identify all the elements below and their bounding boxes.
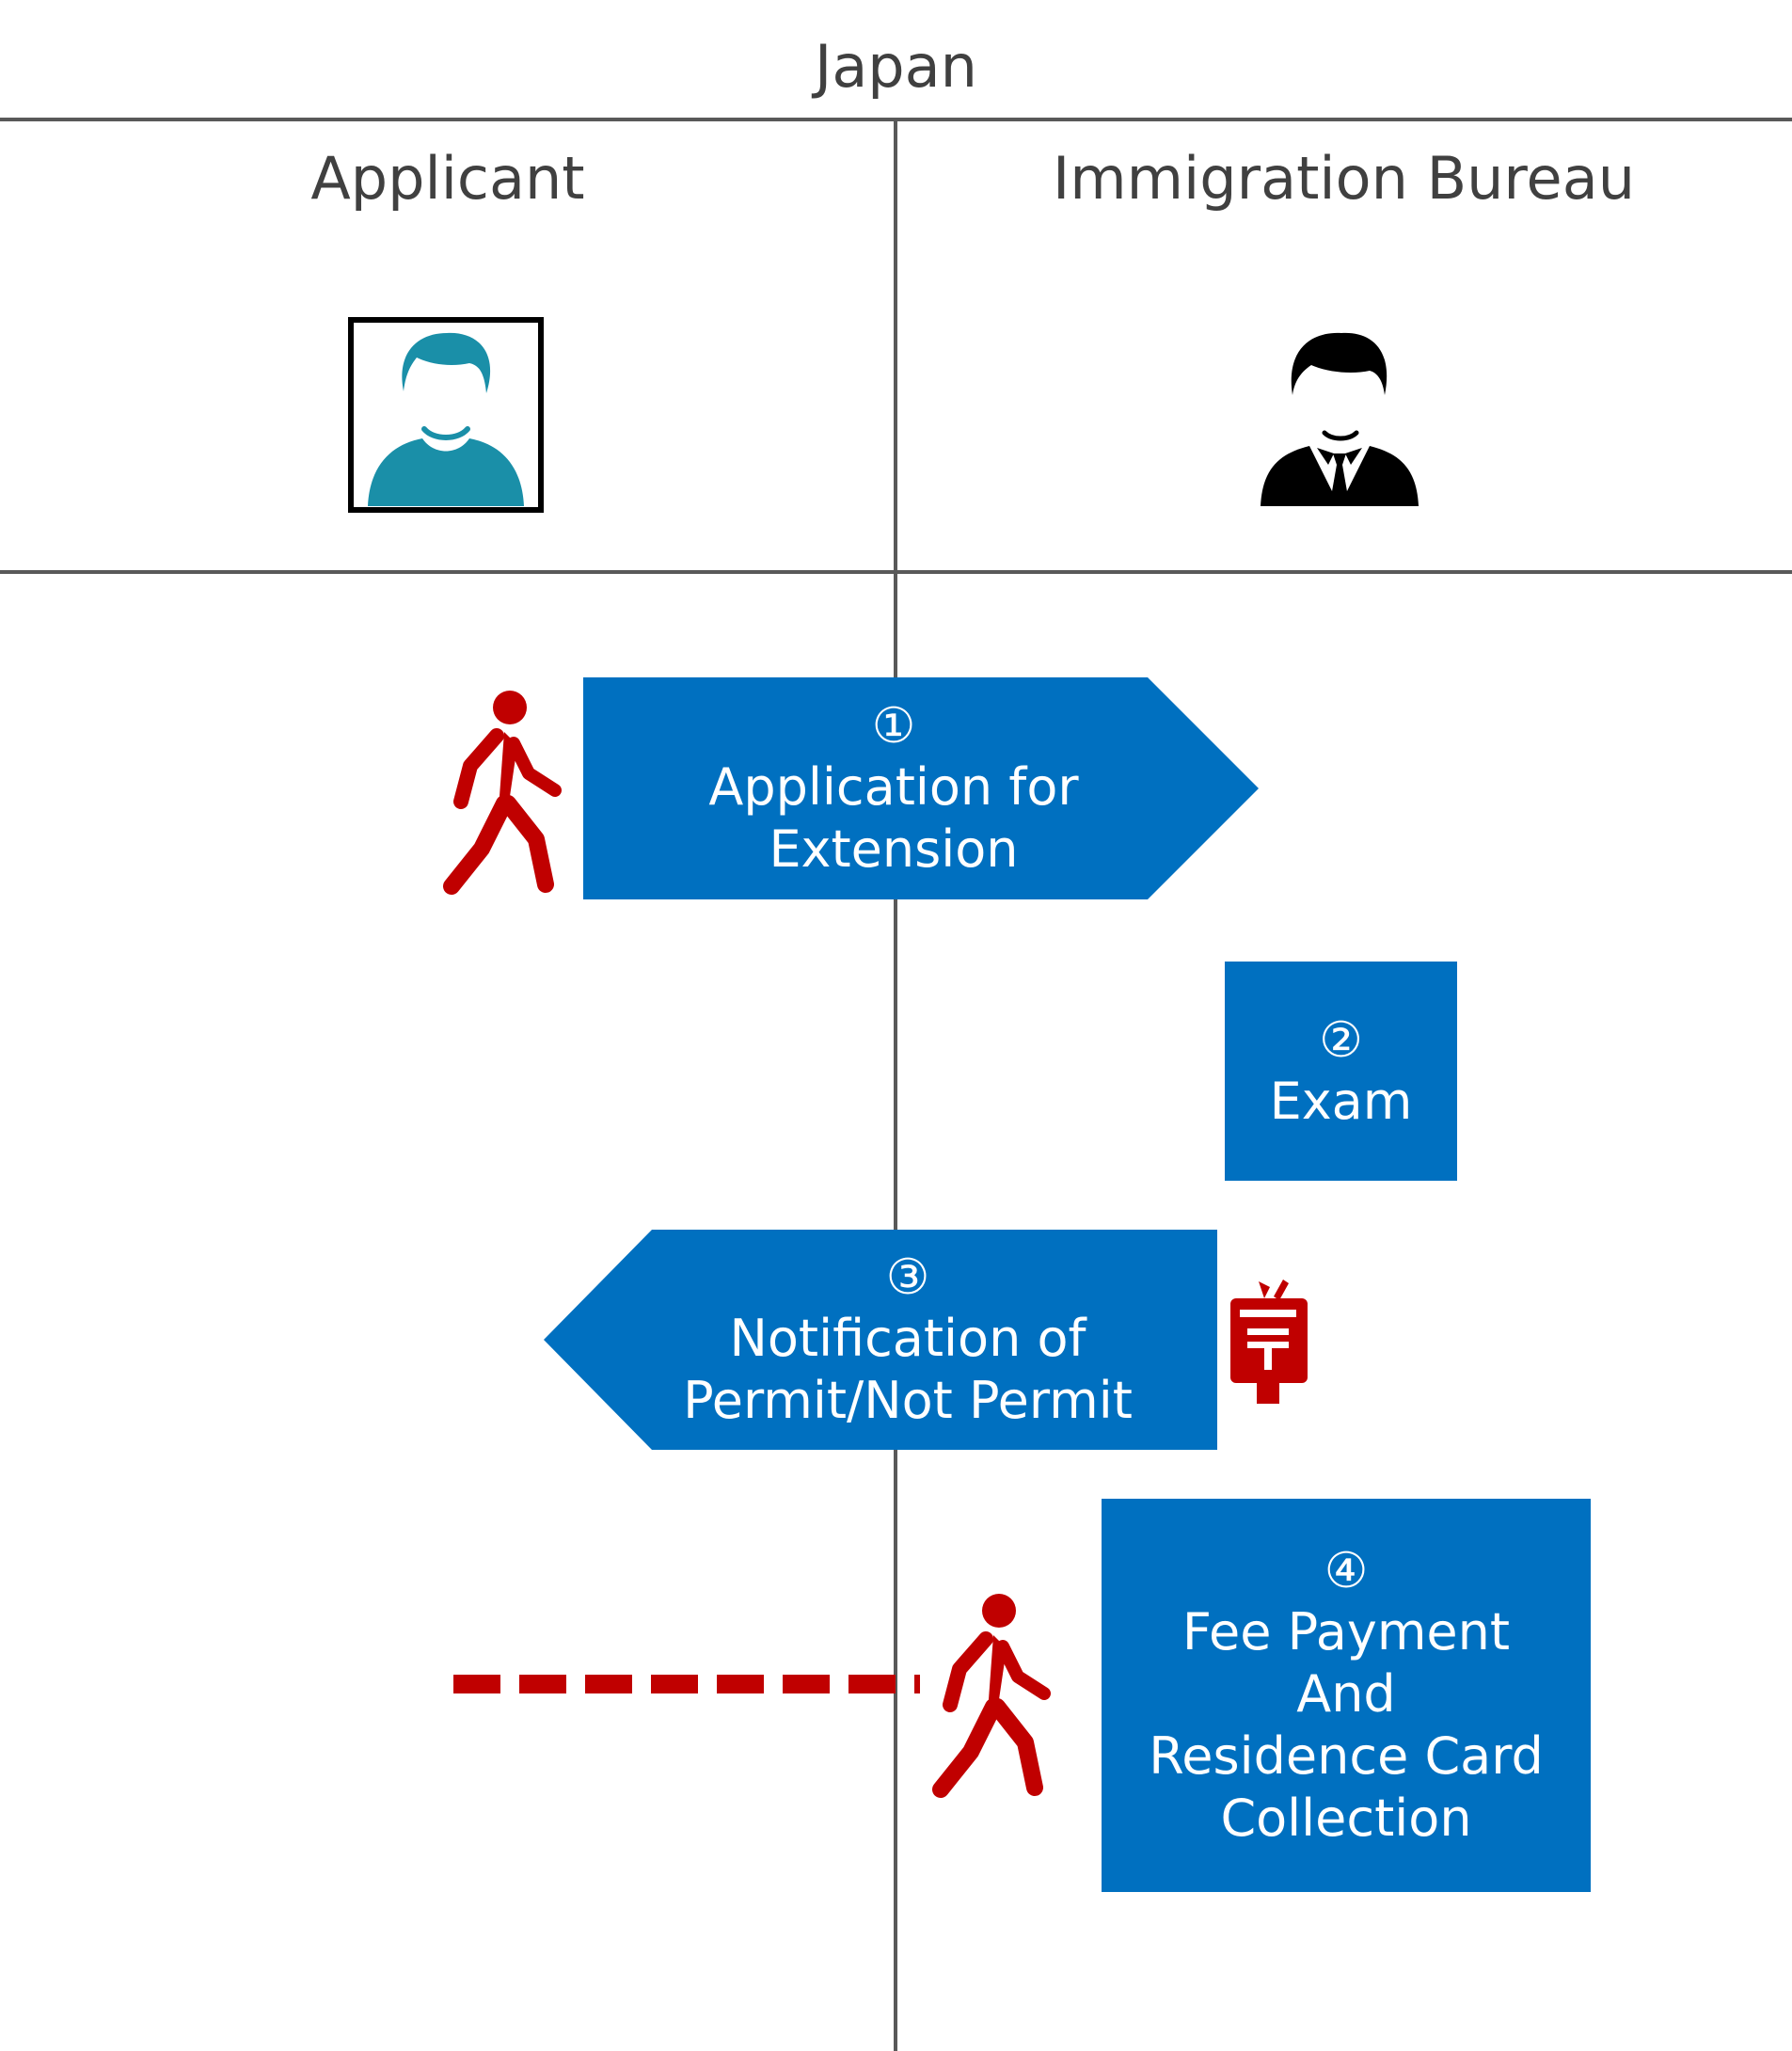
step-1-label-line-2: Extension [769, 819, 1019, 879]
step-4-number: ④ [1324, 1543, 1369, 1599]
walking-person-icon [932, 1594, 1051, 1798]
step-2-number: ② [1319, 1011, 1363, 1069]
lane-divider [894, 119, 897, 2051]
step-3-label-line-1: Notification of [729, 1309, 1086, 1368]
step-4-label-line-3: Residence Card [1149, 1726, 1544, 1786]
officer-icon [1261, 332, 1419, 506]
step-1-label-line-1: Application for [708, 757, 1079, 817]
lane-header-applicant: Applicant [310, 144, 585, 213]
step-4-box: ④ Fee Payment And Residence Card Collect… [1102, 1499, 1591, 1892]
lane-header-immigration-bureau: Immigration Bureau [1052, 144, 1635, 213]
step-2-label: Exam [1269, 1071, 1413, 1131]
step-3-arrow [544, 1230, 1217, 1450]
postbox-icon [1230, 1280, 1308, 1404]
walking-person-icon [443, 691, 562, 895]
dashed-path-line [453, 1675, 920, 1693]
step-3-label-line-2: Permit/Not Permit [683, 1371, 1133, 1430]
step-4-label-line-2: And [1296, 1664, 1396, 1724]
step-4-label-line-4: Collection [1220, 1789, 1472, 1848]
page-title: Japan [815, 32, 977, 101]
applicant-portrait-icon [348, 317, 544, 513]
step-1-number: ① [871, 698, 916, 755]
step-1-text: ① Application for Extension [583, 677, 1204, 899]
step-1-arrow [583, 677, 1259, 899]
step-2-box: ② Exam [1225, 962, 1457, 1181]
step-3-number: ③ [885, 1249, 930, 1306]
step-4-label-line-1: Fee Payment [1181, 1602, 1511, 1661]
step-3-text: ③ Notification of Permit/Not Permit [640, 1230, 1176, 1450]
